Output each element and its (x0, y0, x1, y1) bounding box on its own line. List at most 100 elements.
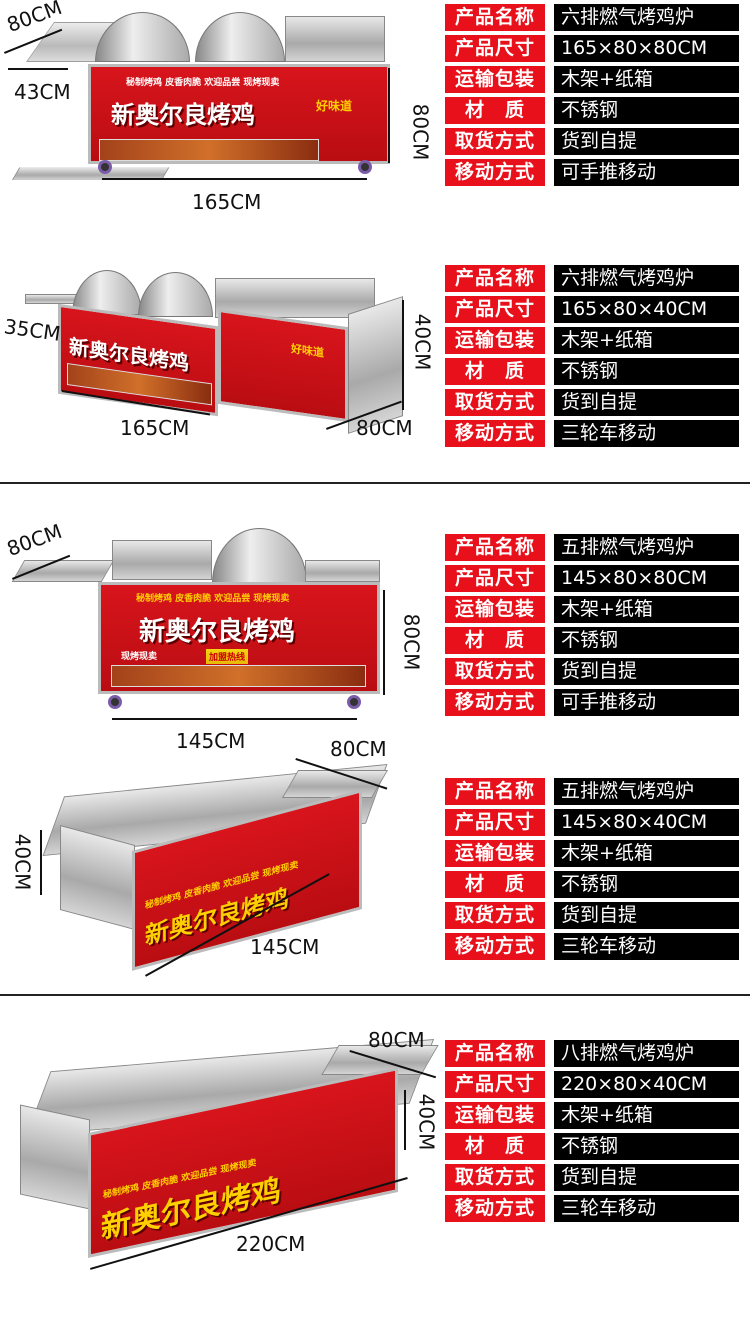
spec-label: 取货方式 (445, 1164, 545, 1191)
spec-row: 材 质不锈钢 (445, 627, 739, 654)
spec-row: 产品名称六排燃气烤鸡炉 (445, 4, 739, 31)
spec-label: 运输包装 (445, 840, 545, 867)
spec-value: 货到自提 (554, 389, 739, 416)
spec-label: 运输包装 (445, 596, 545, 623)
spec-row: 运输包装木架+纸箱 (445, 1102, 739, 1129)
dimension-label: 40CM (410, 313, 435, 371)
dimension-label: 165CM (192, 190, 262, 214)
spec-value: 木架+纸箱 (554, 327, 739, 354)
spec-value: 木架+纸箱 (554, 840, 739, 867)
spec-label: 材 质 (445, 627, 545, 654)
spec-row: 产品尺寸 145×80×80CM (445, 565, 739, 592)
spec-label: 运输包装 (445, 1102, 545, 1129)
spec-label: 产品名称 (445, 534, 545, 561)
spec-value: 220×80×40CM (554, 1071, 739, 1098)
spec-row: 运输包装木架+纸箱 (445, 840, 739, 867)
spec-value: 不锈钢 (554, 1133, 739, 1160)
spec-row: 材 质不锈钢 (445, 97, 739, 124)
spec-row: 移动方式三轮车移动 (445, 1195, 739, 1222)
dimension-label: 145CM (176, 729, 246, 753)
spec-label: 产品名称 (445, 778, 545, 805)
spec-row: 材 质不锈钢 (445, 358, 739, 385)
spec-value: 木架+纸箱 (554, 1102, 739, 1129)
dimension-label: 80CM (330, 737, 387, 761)
spec-value: 木架+纸箱 (554, 596, 739, 623)
dimension-label: 40CM (10, 833, 35, 891)
dimension-label: 43CM (14, 80, 71, 104)
spec-row: 产品尺寸 165×80×80CM (445, 35, 739, 62)
spec-value: 六排燃气烤鸡炉 (554, 265, 739, 292)
spec-row: 产品名称五排燃气烤鸡炉 (445, 534, 739, 561)
spec-label: 运输包装 (445, 327, 545, 354)
dimension-label: 80CM (356, 416, 413, 440)
spec-value: 165×80×80CM (554, 35, 739, 62)
spec-row: 产品名称五排燃气烤鸡炉 (445, 778, 739, 805)
spec-label: 移动方式 (445, 689, 545, 716)
spec-row: 移动方式可手推移动 (445, 159, 739, 186)
spec-value: 165×80×40CM (554, 296, 739, 323)
spec-value: 可手推移动 (554, 689, 739, 716)
spec-label: 产品名称 (445, 4, 545, 31)
spec-label: 产品尺寸 (445, 1071, 545, 1098)
spec-row: 运输包装木架+纸箱 (445, 66, 739, 93)
spec-value: 五排燃气烤鸡炉 (554, 534, 739, 561)
spec-value: 货到自提 (554, 658, 739, 685)
spec-value: 木架+纸箱 (554, 66, 739, 93)
spec-value: 五排燃气烤鸡炉 (554, 778, 739, 805)
spec-value: 145×80×80CM (554, 565, 739, 592)
spec-value: 六排燃气烤鸡炉 (554, 4, 739, 31)
spec-label: 材 质 (445, 97, 545, 124)
dimension-label: 80CM (399, 613, 424, 671)
spec-label: 移动方式 (445, 420, 545, 447)
spec-value: 三轮车移动 (554, 1195, 739, 1222)
spec-label: 取货方式 (445, 902, 545, 929)
spec-label: 产品名称 (445, 1040, 545, 1067)
dimension-label: 80CM (3, 519, 66, 561)
spec-label: 移动方式 (445, 933, 545, 960)
spec-row: 移动方式三轮车移动 (445, 420, 739, 447)
spec-row: 移动方式可手推移动 (445, 689, 739, 716)
spec-row: 取货方式货到自提 (445, 128, 739, 155)
spec-row: 取货方式货到自提 (445, 389, 739, 416)
spec-row: 取货方式货到自提 (445, 658, 739, 685)
spec-label: 运输包装 (445, 66, 545, 93)
spec-row: 材 质不锈钢 (445, 1133, 739, 1160)
spec-label: 产品尺寸 (445, 35, 545, 62)
section-divider (0, 994, 750, 996)
spec-value: 不锈钢 (554, 627, 739, 654)
spec-label: 移动方式 (445, 159, 545, 186)
spec-label: 移动方式 (445, 1195, 545, 1222)
spec-value: 不锈钢 (554, 358, 739, 385)
spec-value: 145×80×40CM (554, 809, 739, 836)
section-divider (0, 482, 750, 484)
spec-label: 产品尺寸 (445, 809, 545, 836)
spec-label: 产品名称 (445, 265, 545, 292)
spec-label: 产品尺寸 (445, 565, 545, 592)
spec-label: 取货方式 (445, 658, 545, 685)
spec-value: 八排燃气烤鸡炉 (554, 1040, 739, 1067)
spec-label: 材 质 (445, 871, 545, 898)
spec-row: 产品尺寸 220×80×40CM (445, 1071, 739, 1098)
spec-value: 三轮车移动 (554, 420, 739, 447)
spec-row: 运输包装木架+纸箱 (445, 327, 739, 354)
spec-value: 不锈钢 (554, 97, 739, 124)
spec-value: 货到自提 (554, 1164, 739, 1191)
dimension-label: 80CM (368, 1028, 425, 1052)
spec-value: 三轮车移动 (554, 933, 739, 960)
dimension-label: 145CM (250, 935, 320, 959)
spec-label: 取货方式 (445, 389, 545, 416)
spec-label: 材 质 (445, 358, 545, 385)
dimension-label: 40CM (414, 1093, 439, 1151)
spec-label: 产品尺寸 (445, 296, 545, 323)
spec-row: 材 质不锈钢 (445, 871, 739, 898)
spec-label: 材 质 (445, 1133, 545, 1160)
dimension-label: 220CM (236, 1232, 306, 1256)
spec-value: 货到自提 (554, 902, 739, 929)
spec-row: 产品名称八排燃气烤鸡炉 (445, 1040, 739, 1067)
dimension-label: 80CM (408, 103, 433, 161)
spec-label: 取货方式 (445, 128, 545, 155)
